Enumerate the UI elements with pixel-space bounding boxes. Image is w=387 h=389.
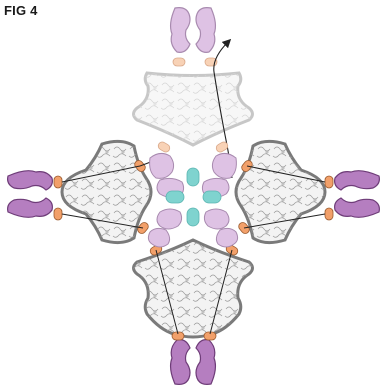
left-protein-pair xyxy=(8,171,53,218)
top-unit xyxy=(134,8,253,178)
top-membrane xyxy=(134,73,253,145)
inner-light-proteins xyxy=(148,153,237,247)
figure-label: FIG 4 xyxy=(4,3,38,18)
top-linkers xyxy=(173,58,217,66)
right-protein-pair xyxy=(335,171,380,218)
right-outer-linkers xyxy=(325,176,333,220)
top-protein-pair xyxy=(171,8,216,53)
bottom-protein-pair xyxy=(171,340,216,385)
left-outer-linkers xyxy=(54,176,62,220)
bottom-unit xyxy=(134,240,253,384)
left-unit xyxy=(8,141,156,242)
central-cluster xyxy=(148,141,237,247)
right-unit xyxy=(236,141,379,242)
